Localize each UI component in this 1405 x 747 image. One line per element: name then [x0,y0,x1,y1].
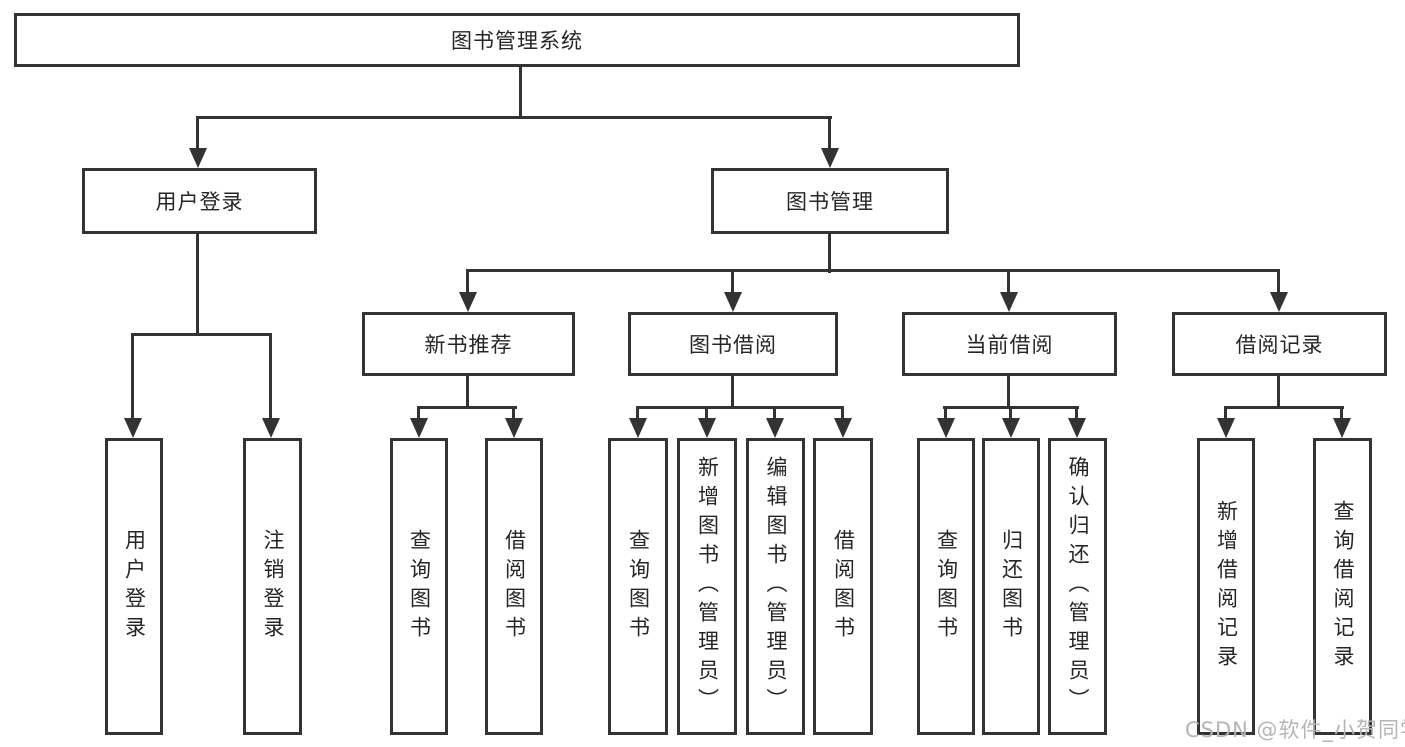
connector-sec3-leaf2-stem [1009,406,1012,422]
connector-leaf-logout-stem [269,333,272,421]
connector-sec3-leaf1-stem [944,406,947,422]
leaf-query-borrow-record: 查询借阅记录 [1313,438,1372,735]
connector-sec3-stem [1007,269,1010,297]
arrow-down-sec2-icon [724,292,742,312]
connector-mgmt-down [828,233,831,273]
arrow-down-sec3-leaf1-icon [937,418,955,438]
connector-sec2-leaf1-stem [636,406,639,422]
node-borrowing-records: 借阅记录 [1172,312,1387,376]
arrow-down-sec1-icon [459,292,477,312]
connector-sec4-leaf2-stem [1340,406,1343,422]
connector-sec3-leaf3-stem [1075,406,1078,422]
leaf-borrow-books-2: 借阅图书 [813,438,873,735]
node-current-borrowing: 当前借阅 [902,312,1117,376]
arrow-down-sec2-leaf4-icon [834,418,852,438]
arrow-down-sec2-leaf2-icon [698,418,716,438]
arrow-down-sec4-leaf2-icon [1333,418,1351,438]
arrow-down-sec1-leaf1-icon [410,418,428,438]
connector-sec1-split [418,406,517,409]
leaf-user-login: 用户登录 [105,438,163,735]
connector-sec4-down [1277,375,1280,409]
connector-sec1-leaf1-stem [417,406,420,422]
leaf-query-books-1: 查询图书 [390,438,448,735]
connector-login-down [196,233,199,336]
node-user-login: 用户登录 [82,168,317,234]
leaf-return-books: 归还图书 [982,438,1040,735]
connector-sec1-down [466,375,469,409]
node-library-system: 图书管理系统 [14,13,1020,67]
arrow-down-sec1-leaf2-icon [505,418,523,438]
arrow-down-leaf-logout-icon [262,418,280,438]
arrow-down-sec2-leaf3-icon [766,418,784,438]
leaf-add-borrow-record: 新增借阅记录 [1197,438,1255,735]
connector-sec4-stem [1277,269,1280,297]
node-book-borrowing: 图书借阅 [628,312,838,376]
leaf-add-books-admin: 新增图书（管理员） [677,438,737,735]
connector-sec2-split [636,406,844,409]
connector-sec2-leaf4-stem [841,406,844,422]
leaf-edit-books-admin: 编辑图书（管理员） [746,438,805,735]
arrow-down-book-mgmt-icon [821,148,839,168]
arrow-down-sec3-leaf3-icon [1068,418,1086,438]
leaf-logout: 注销登录 [243,438,302,735]
connector-root-split [196,116,832,119]
connector-sec1-leaf2-stem [512,406,515,422]
arrow-down-sec3-icon [1000,292,1018,312]
node-book-management: 图书管理 [711,168,949,234]
connector-login-split [131,333,272,336]
arrow-down-user-login-icon [189,148,207,168]
connector-sec2-leaf3-stem [773,406,776,422]
arrow-down-sec4-leaf1-icon [1217,418,1235,438]
leaf-query-books-2: 查询图书 [608,438,668,735]
arrow-down-sec2-leaf1-icon [629,418,647,438]
connector-sec4-split [1224,406,1344,409]
csdn-watermark: CSDN @软件_小贺同学 [1185,718,1405,742]
connector-sec1-stem [466,269,469,297]
connector-sec4-leaf1-stem [1224,406,1227,422]
node-new-book-recommend: 新书推荐 [362,312,575,376]
connector-book-mgmt-stem [828,116,831,152]
arrow-down-sec3-leaf2-icon [1002,418,1020,438]
connector-root-stem [519,66,522,119]
leaf-borrow-books-1: 借阅图书 [485,438,543,735]
arrow-down-leaf-login-icon [124,418,142,438]
connector-sections-split [466,269,1280,272]
leaf-confirm-return-admin: 确认归还（管理员） [1048,438,1107,735]
connector-sec2-stem [731,269,734,297]
arrow-down-sec4-icon [1270,292,1288,312]
leaf-query-books-3: 查询图书 [917,438,975,735]
connector-sec2-leaf2-stem [705,406,708,422]
connector-sec3-down [1007,375,1010,409]
connector-user-login-stem [196,116,199,152]
connector-sec2-down [731,375,734,409]
connector-leaf-login-stem [131,333,134,421]
